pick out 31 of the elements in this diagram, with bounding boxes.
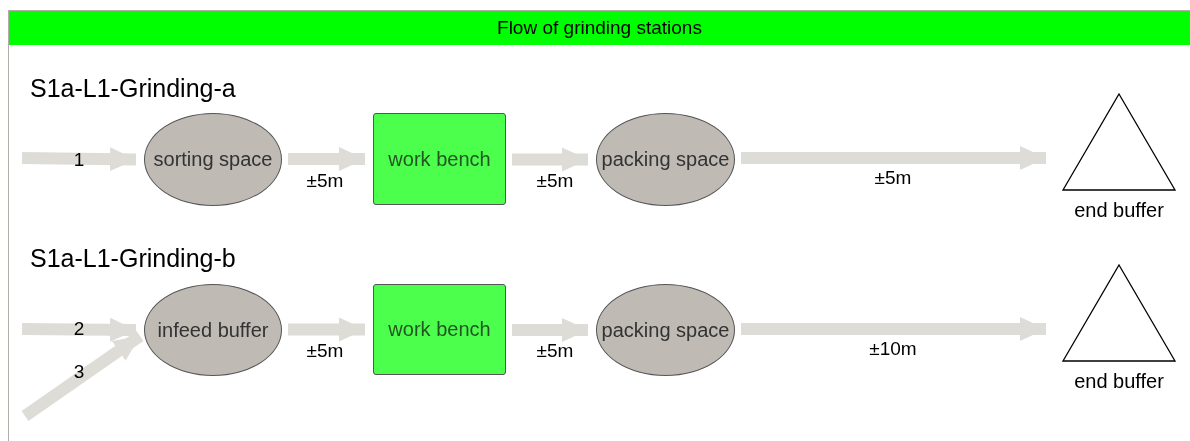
section-heading: S1a-L1-Grinding-b: [30, 244, 236, 273]
node-label: work bench: [388, 146, 491, 172]
node-label: packing space: [601, 317, 730, 343]
flow-arrow: [288, 317, 365, 342]
edge-label: 2: [73, 318, 85, 340]
flow-arrow: [21, 147, 137, 172]
flow-arrow: [741, 317, 1046, 341]
edge-label: ±5m: [536, 170, 574, 192]
flow-arrow: [288, 147, 365, 171]
workstation-box: [373, 113, 506, 205]
flow-arrow: [21, 331, 144, 421]
edge-label: 3: [73, 361, 85, 383]
flow-arrow: [512, 147, 588, 172]
edge-label: ±5m: [536, 340, 574, 362]
edge-label: 1: [73, 149, 85, 171]
edge-label: ±10m: [869, 338, 917, 360]
node-label: end buffer: [1074, 369, 1164, 394]
flow-arrow: [512, 318, 588, 342]
flow-arrow: [21, 317, 137, 342]
title-bar: Flow of grinding stations: [9, 11, 1190, 45]
node-label: end buffer: [1074, 198, 1164, 223]
node-label: packing space: [601, 147, 730, 172]
section-heading: S1a-L1-Grinding-a: [30, 74, 236, 103]
node-label: work bench: [388, 317, 491, 342]
edge-label: ±5m: [306, 340, 344, 362]
edge-label: ±5m: [874, 167, 912, 189]
node-label: infeed buffer: [157, 317, 269, 343]
node-label: sorting space: [153, 147, 273, 172]
workstation-box: [373, 284, 506, 375]
edge-label: ±5m: [306, 170, 344, 192]
flow-arrow: [741, 146, 1046, 170]
